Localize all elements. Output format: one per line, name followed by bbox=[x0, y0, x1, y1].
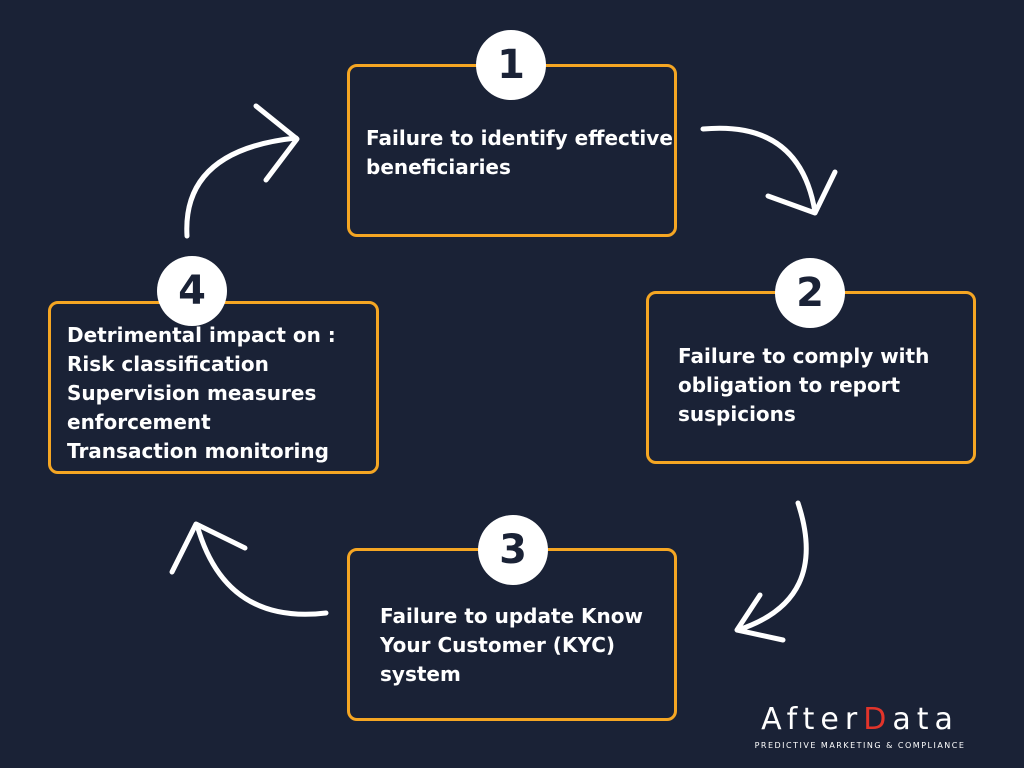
step-box-3: Failure to update Know Your Customer (KY… bbox=[347, 548, 677, 721]
step-4-line: Transaction monitoring bbox=[67, 439, 329, 463]
logo-brand-accent: D bbox=[863, 702, 893, 737]
logo-tagline: PREDICTIVE MARKETING & COMPLIANCE bbox=[754, 741, 966, 750]
step-1-line: beneficiaries bbox=[366, 155, 511, 179]
logo-brand-prefix: After bbox=[761, 702, 864, 737]
arrow-step2-to-step3 bbox=[735, 500, 809, 633]
step-number-badge-2: 2 bbox=[775, 258, 845, 328]
logo-wordmark: AfterData bbox=[740, 702, 980, 738]
arrow-step3-to-step4-head bbox=[169, 521, 248, 575]
step-number-badge-1: 1 bbox=[476, 30, 546, 100]
step-1-line: Failure to identify effective bbox=[366, 126, 673, 150]
step-box-4: Detrimental impact on : Risk classificat… bbox=[48, 301, 379, 474]
afterdata-logo: AfterData PREDICTIVE MARKETING & COMPLIA… bbox=[740, 702, 980, 752]
step-text-2: Failure to comply with obligation to rep… bbox=[678, 342, 929, 429]
arrow-step3-to-step4 bbox=[194, 522, 329, 617]
step-4-line: Risk classification bbox=[67, 352, 269, 376]
arrow-step4-to-step1 bbox=[184, 135, 299, 239]
step-number-badge-4: 4 bbox=[157, 256, 227, 326]
step-3-line: Failure to update Know bbox=[380, 604, 643, 628]
arrow-step4-to-step1-head bbox=[253, 103, 300, 183]
step-4-line: enforcement bbox=[67, 410, 211, 434]
step-box-2: Failure to comply with obligation to rep… bbox=[646, 291, 976, 464]
step-2-line: obligation to report bbox=[678, 373, 901, 397]
step-number-badge-3: 3 bbox=[478, 515, 548, 585]
step-4-line: Supervision measures bbox=[67, 381, 317, 405]
arrow-step1-to-step2 bbox=[700, 125, 818, 215]
arrow-step2-to-step3-head bbox=[734, 592, 786, 643]
step-2-line: suspicions bbox=[678, 402, 796, 426]
arrow-step1-to-step2-head bbox=[765, 169, 838, 216]
step-3-line: system bbox=[380, 662, 461, 686]
step-text-4: Detrimental impact on : Risk classificat… bbox=[67, 321, 336, 466]
step-text-3: Failure to update Know Your Customer (KY… bbox=[380, 602, 643, 689]
step-2-line: Failure to comply with bbox=[678, 344, 930, 368]
step-4-line: Detrimental impact on : bbox=[67, 323, 336, 347]
step-box-1: Failure to identify effective beneficiar… bbox=[347, 64, 677, 237]
step-3-line: Your Customer (KYC) bbox=[380, 633, 616, 657]
step-text-1: Failure to identify effective beneficiar… bbox=[366, 124, 673, 182]
logo-brand-suffix: ata bbox=[892, 702, 959, 737]
